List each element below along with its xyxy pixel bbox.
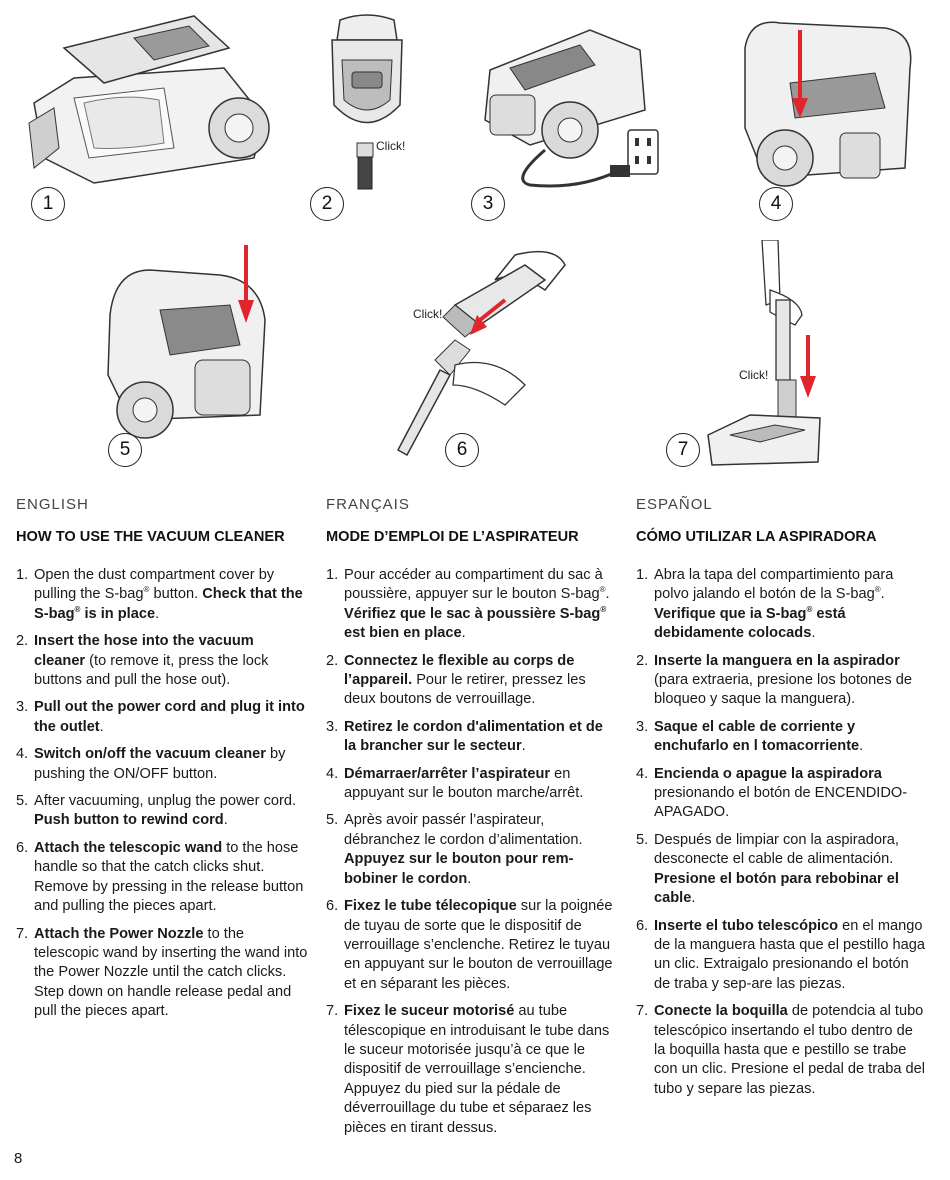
figure-4-switch-on — [744, 21, 912, 187]
language-label: ENGLISH — [16, 496, 89, 513]
click-label: Click! — [413, 307, 443, 321]
list-item: 6.Inserte el tubo telescópico en el mang… — [636, 917, 925, 992]
spanish-column: ESPAÑOL CÓMO UTILIZAR LA ASPIRADORA 1.Ab… — [636, 496, 928, 1107]
instruction-list: 1.Pour accéder au compartiment du sac à … — [326, 566, 616, 1138]
step-number-6: 6 — [445, 433, 479, 467]
list-item: 4.Démarraer/arrêter l’aspirateur en appu… — [326, 765, 584, 802]
figure-6-attach-wand — [396, 250, 566, 457]
list-item: 1.Abra la tapa del compartimiento para p… — [636, 567, 894, 642]
step-number-1: 1 — [31, 187, 65, 221]
figure-7-attach-nozzle — [707, 240, 821, 466]
english-column: ENGLISH HOW TO USE THE VACUUM CLEANER 1.… — [16, 496, 308, 1030]
page-number: 8 — [14, 1150, 23, 1167]
section-heading: MODE D’EMPLOI DE L’ASPIRATEUR — [326, 529, 579, 545]
step-number-7: 7 — [666, 433, 700, 467]
click-label: Click! — [376, 139, 406, 153]
list-item: 4.Switch on/off the vacuum cleaner by pu… — [16, 746, 286, 782]
step-number-4: 4 — [759, 187, 793, 221]
figure-5-rewind-cord — [107, 245, 266, 439]
list-item: 7.Conecte la boquilla de potendcia al tu… — [636, 1003, 925, 1097]
list-item: 4.Encienda o apague la aspiradora presio… — [636, 765, 908, 821]
figure-1-open-compartment — [28, 15, 270, 184]
list-item: 6.Fixez le tube télecopique sur la poign… — [326, 898, 613, 992]
list-item: 5.Après avoir passér l’aspirateur, débra… — [326, 812, 583, 887]
instruction-list: 1.Abra la tapa del compartimiento para p… — [636, 566, 928, 1099]
instruction-list: 1.Open the dust compartment cover by pul… — [16, 566, 308, 1022]
list-item: 2.Connectez le flexible au corps de l’ap… — [326, 652, 586, 708]
list-item: 3.Pull out the power cord and plug it in… — [16, 699, 305, 735]
list-item: 3.Saque el cable de corriente y enchufar… — [636, 718, 864, 755]
list-item: 5.After vacuuming, unplug the power cord… — [16, 793, 297, 829]
figure-3-plug-cord — [484, 29, 659, 188]
step-number-3: 3 — [471, 187, 505, 221]
figure-2-insert-hose — [331, 14, 403, 190]
list-item: 2.Insert the hose into the vacuum cleane… — [16, 633, 269, 689]
list-item: 3.Retirez le cordon d'alimentation et de… — [326, 718, 603, 755]
step-number-5: 5 — [108, 433, 142, 467]
list-item: 7.Attach the Power Nozzle to the telesco… — [16, 925, 308, 1020]
language-label: FRANÇAIS — [326, 496, 410, 513]
french-column: FRANÇAIS MODE D’EMPLOI DE L’ASPIRATEUR 1… — [326, 496, 616, 1146]
language-label: ESPAÑOL — [636, 496, 713, 513]
section-heading: CÓMO UTILIZAR LA ASPIRADORA — [636, 529, 877, 545]
list-item: 2.Inserte la manguera en la aspirador (p… — [636, 652, 912, 708]
click-label: Click! — [739, 368, 769, 382]
list-item: 7.Fixez le suceur motorisé au tube téles… — [326, 1003, 610, 1136]
list-item: 5.Después de limpiar con la aspiradora, … — [636, 831, 899, 907]
section-heading: HOW TO USE THE VACUUM CLEANER — [16, 529, 285, 545]
list-item: 6.Attach the telescopic wand to the hose… — [16, 839, 304, 915]
list-item: 1.Open the dust compartment cover by pul… — [16, 567, 303, 622]
step-number-2: 2 — [310, 187, 344, 221]
list-item: 1.Pour accéder au compartiment du sac à … — [326, 567, 610, 642]
